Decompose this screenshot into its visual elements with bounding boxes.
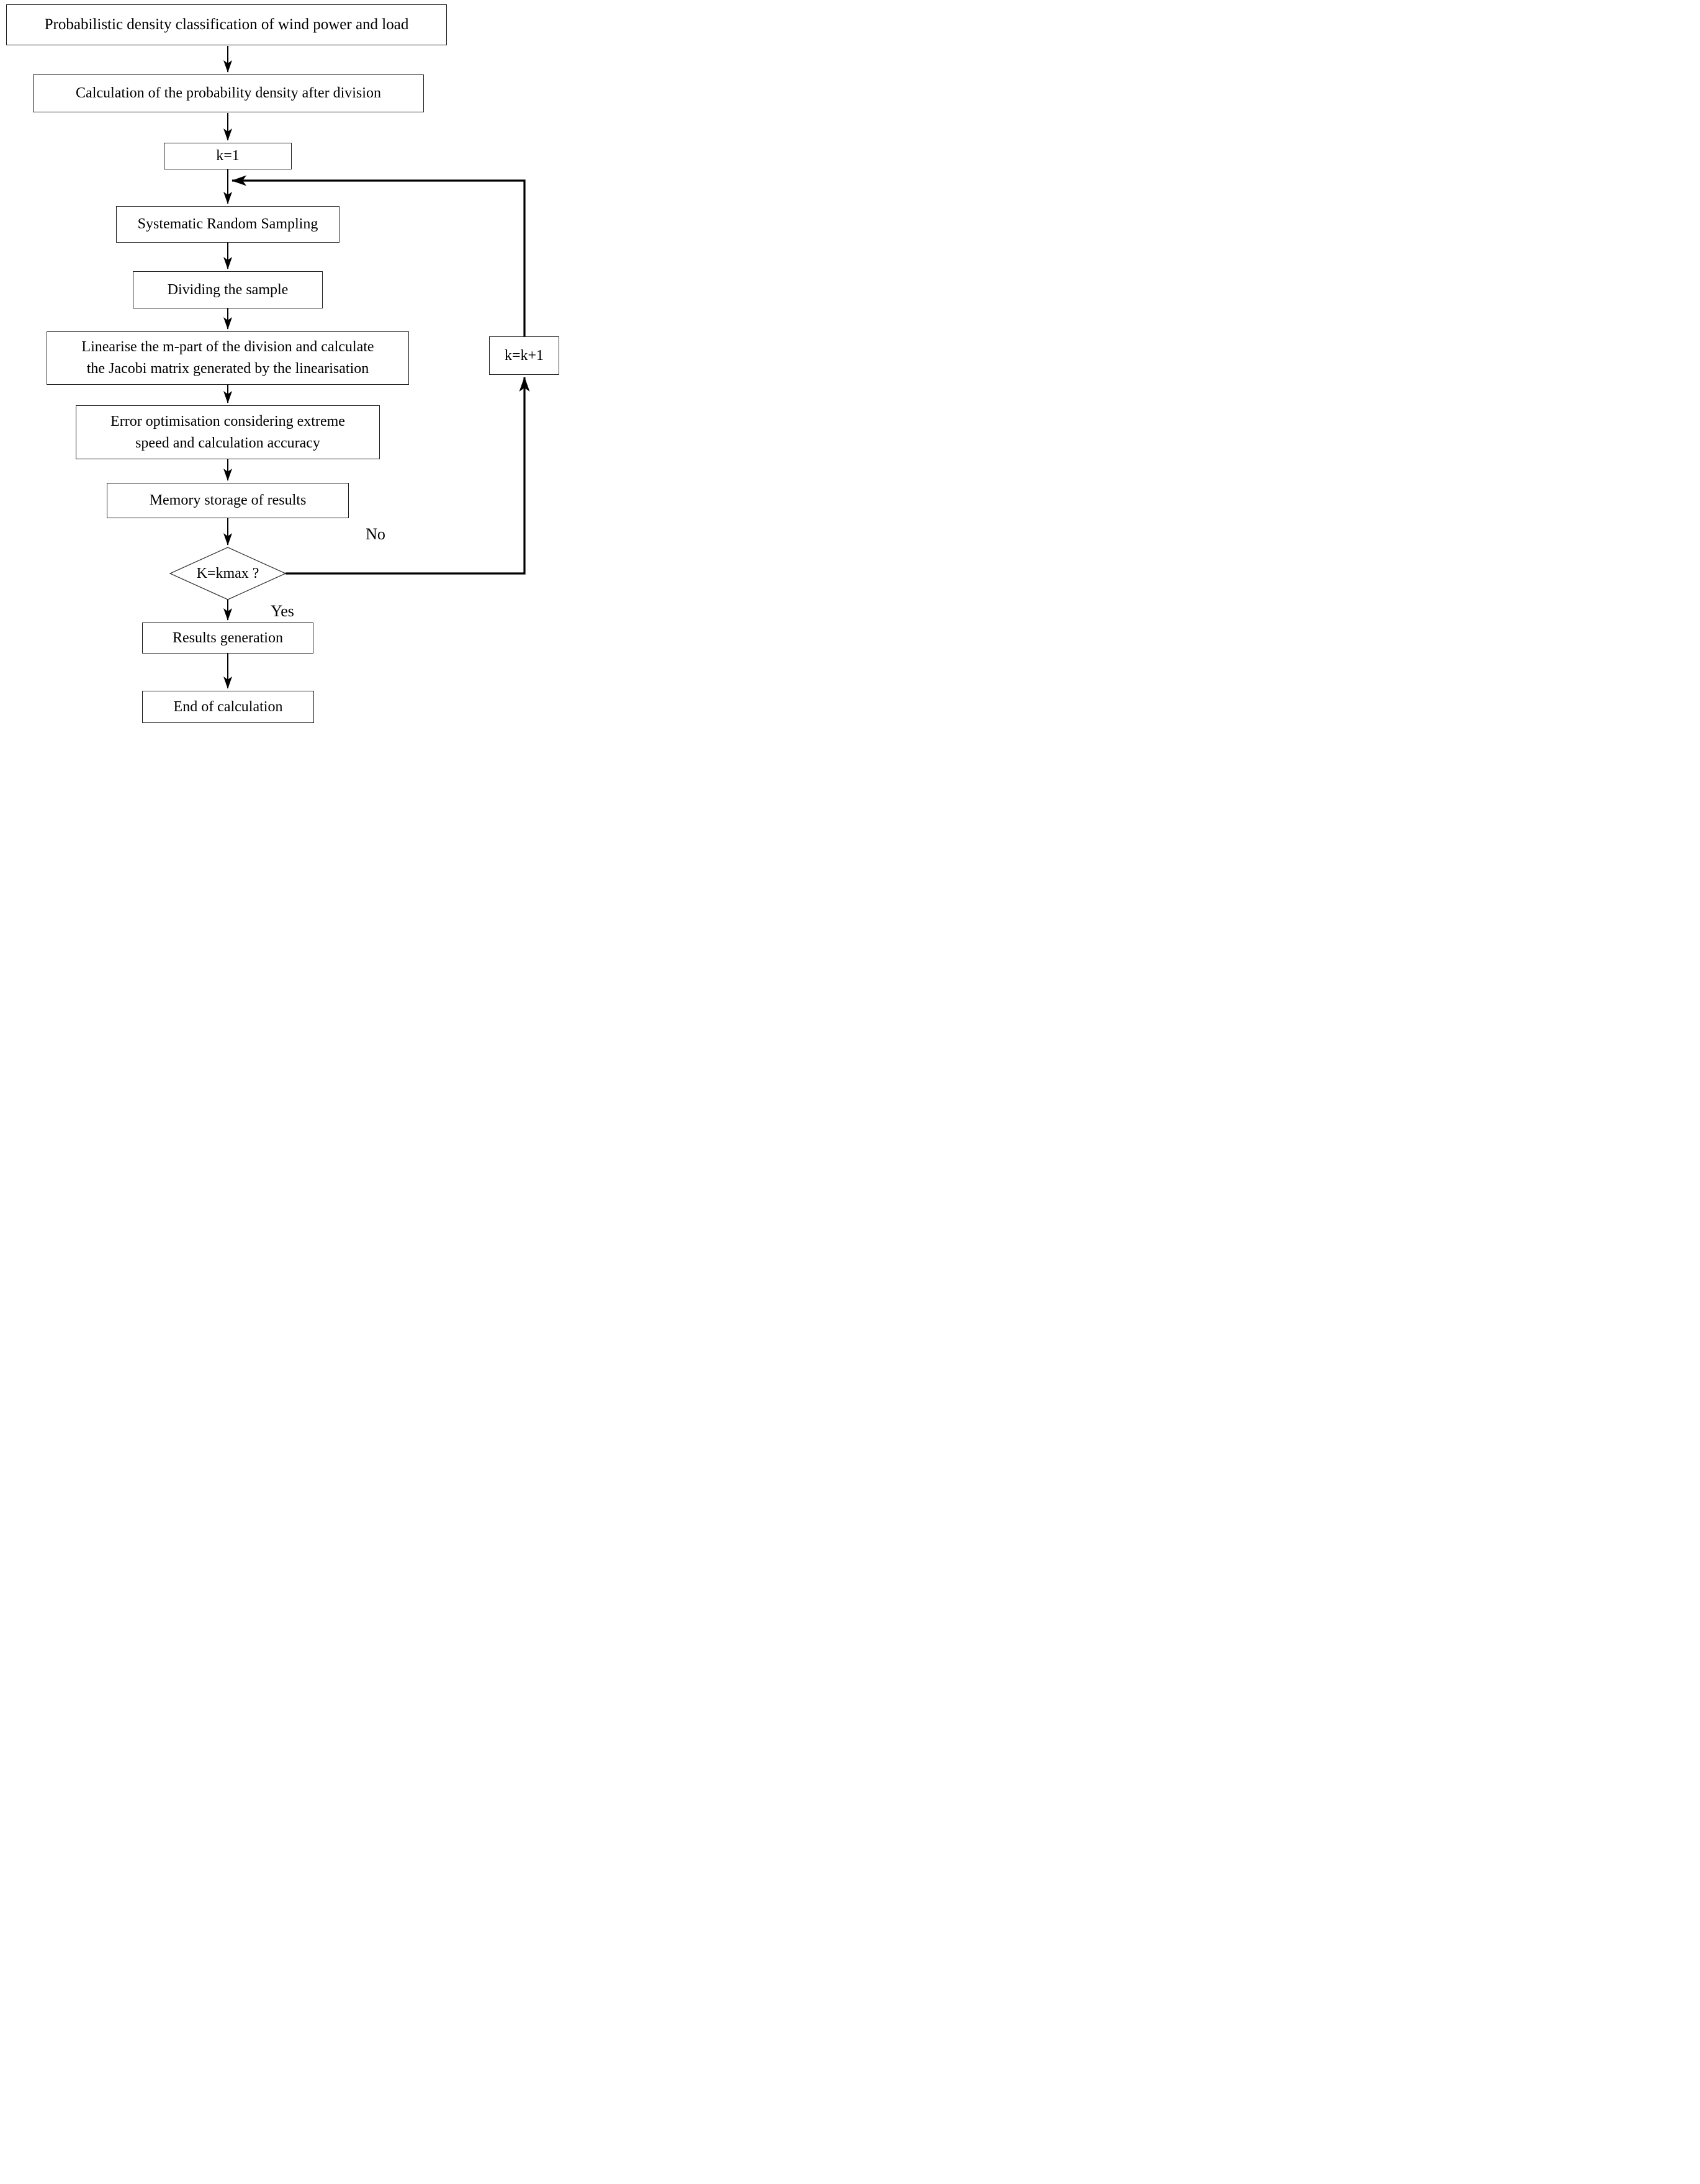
- branch-label-yes-text: Yes: [271, 602, 294, 620]
- node-results: Results generation: [142, 622, 313, 654]
- flowchart-canvas: Probabilistic density classification of …: [0, 0, 567, 728]
- node-linearise-label: Linearise the m-part of the division and…: [81, 339, 374, 377]
- node-increment: k=k+1: [489, 336, 559, 375]
- node-memory-label: Memory storage of results: [149, 492, 307, 509]
- branch-label-no: No: [348, 523, 403, 546]
- node-error-opt: Error optimisation considering extreme s…: [76, 405, 380, 459]
- node-calc-density: Calculation of the probability density a…: [33, 74, 424, 112]
- node-classify: Probabilistic density classification of …: [6, 4, 447, 45]
- node-decision: K=kmax ?: [172, 559, 284, 588]
- edge-decision-no-to-increment: [286, 377, 530, 575]
- edge-increment-to-junction: [232, 175, 526, 336]
- node-decision-label: K=kmax ?: [196, 565, 259, 582]
- node-error-opt-label: Error optimisation considering extreme s…: [110, 413, 345, 451]
- node-dividing-label: Dividing the sample: [167, 281, 289, 298]
- node-sampling: Systematic Random Sampling: [116, 206, 340, 243]
- node-increment-label: k=k+1: [504, 347, 544, 364]
- node-k-init: k=1: [164, 143, 292, 169]
- node-end: End of calculation: [142, 691, 314, 723]
- node-linearise: Linearise the m-part of the division and…: [47, 331, 409, 385]
- node-end-label: End of calculation: [173, 698, 283, 715]
- node-dividing: Dividing the sample: [133, 271, 323, 308]
- node-sampling-label: Systematic Random Sampling: [137, 216, 318, 233]
- node-k-init-label: k=1: [216, 148, 240, 164]
- edges-layer: [169, 46, 530, 689]
- node-calc-density-label: Calculation of the probability density a…: [76, 85, 381, 102]
- node-memory: Memory storage of results: [107, 483, 349, 518]
- node-results-label: Results generation: [173, 629, 283, 646]
- branch-label-no-text: No: [366, 525, 385, 543]
- node-classify-label: Probabilistic density classification of …: [44, 16, 409, 33]
- branch-label-yes: Yes: [254, 600, 310, 622]
